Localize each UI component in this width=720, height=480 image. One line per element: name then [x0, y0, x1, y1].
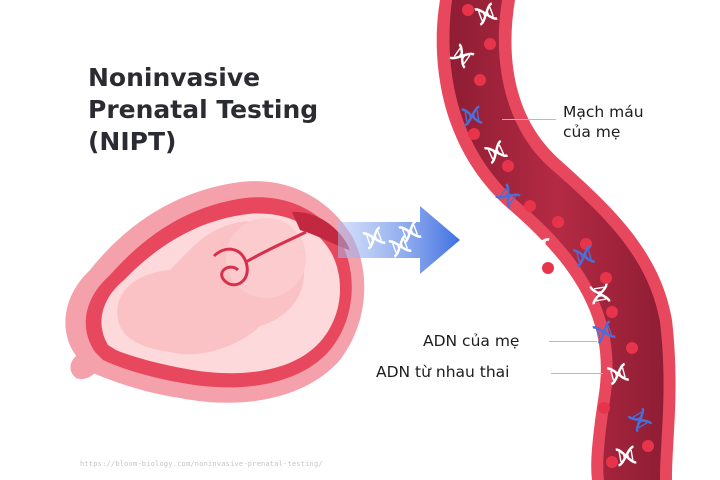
blood-cell — [524, 200, 536, 212]
source-url: https://bloom-biology.com/noninvasive-pr… — [80, 460, 323, 468]
vessel-label: Mạch máu của mẹ — [563, 102, 644, 142]
blood-cell — [598, 402, 610, 414]
blood-cell — [468, 128, 480, 140]
vessel-leader-line — [502, 119, 556, 120]
uterus-with-fetus — [65, 181, 365, 403]
maternal-blood-vessel — [436, 0, 676, 480]
title-line: (NIPT) — [88, 127, 177, 156]
blood-cell — [462, 4, 474, 16]
blood-cell — [552, 216, 564, 228]
maternal-dna-label: ADN của mẹ — [423, 332, 520, 350]
blood-cell — [502, 160, 514, 172]
maternal-dna-leader-line — [549, 341, 597, 342]
diagram-title: Noninvasive Prenatal Testing (NIPT) — [88, 62, 318, 158]
blood-cell — [474, 74, 486, 86]
title-line: Prenatal Testing — [88, 95, 319, 124]
blood-cell — [606, 306, 618, 318]
placental-dna-label: ADN từ nhau thai — [376, 363, 510, 381]
blood-cell — [642, 440, 654, 452]
vessel-label-line: của mẹ — [563, 123, 621, 141]
arrow-right-icon — [338, 206, 460, 274]
blood-cell — [600, 272, 612, 284]
blood-cell — [606, 456, 618, 468]
placental-dna-leader-line — [551, 373, 603, 374]
blood-cell — [542, 262, 554, 274]
blood-cell — [484, 38, 496, 50]
title-line: Noninvasive — [88, 63, 261, 92]
vessel-label-line: Mạch máu — [563, 103, 644, 121]
blood-cell — [580, 238, 592, 250]
blood-cell — [626, 342, 638, 354]
blood-contents — [448, 2, 654, 468]
